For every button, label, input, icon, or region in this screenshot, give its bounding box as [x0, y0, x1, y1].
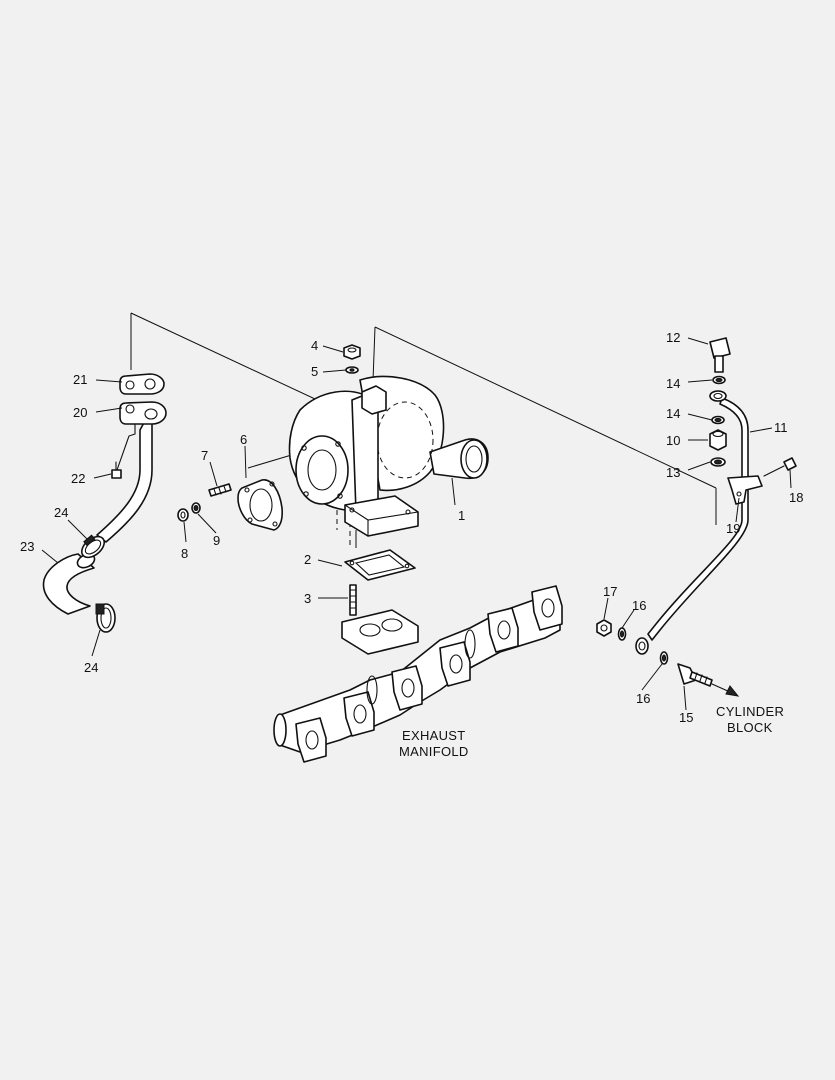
part-8-nut — [177, 508, 189, 522]
part-14-washer-lower — [711, 415, 725, 425]
exhaust-manifold-label-line1: EXHAUST — [402, 728, 466, 743]
callout-17: 17 — [603, 584, 617, 599]
callout-10: 10 — [666, 433, 680, 448]
callout-19: 19 — [726, 521, 740, 536]
callout-14-lower: 14 — [666, 406, 680, 421]
cylinder-block-label-line1: CYLINDER — [716, 704, 784, 719]
part-23-elbow-hose — [42, 553, 96, 615]
callout-16-lower: 16 — [636, 691, 650, 706]
callout-1: 1 — [458, 508, 465, 523]
callout-8: 8 — [181, 546, 188, 561]
leader-lines — [41, 337, 792, 711]
part-18-screw — [763, 457, 797, 477]
callout-12: 12 — [666, 330, 680, 345]
part-5-washer — [345, 366, 359, 374]
part-24-clamp-upper — [80, 534, 106, 559]
callout-22: 22 — [71, 471, 85, 486]
callout-18: 18 — [789, 490, 803, 505]
part-3-stud — [349, 584, 357, 616]
part-10-adapter — [709, 429, 727, 451]
part-12-banjo-bolt — [709, 337, 731, 373]
part-11-oil-line — [647, 397, 749, 641]
callout-2: 2 — [304, 552, 311, 567]
callout-24-lower: 24 — [84, 660, 98, 675]
part-16-washer-right — [659, 651, 669, 665]
part-6-gasket — [237, 479, 283, 531]
captions: EXHAUST MANIFOLD CYLINDER BLOCK — [399, 704, 784, 759]
part-21-gasket — [119, 373, 165, 395]
callout-6: 6 — [240, 432, 247, 447]
part-16-washer-left — [617, 627, 627, 641]
callout-23: 23 — [20, 539, 34, 554]
part-2-gasket — [344, 549, 416, 581]
callout-11: 11 — [774, 420, 788, 435]
callout-21: 21 — [73, 372, 87, 387]
part-19-bracket — [727, 475, 763, 505]
cylinder-block-arrow — [711, 683, 740, 697]
callout-3: 3 — [304, 591, 311, 606]
part-7-stud — [208, 483, 232, 497]
callout-7: 7 — [201, 448, 208, 463]
cylinder-block-label-line2: BLOCK — [727, 720, 773, 735]
callout-numbers: 1 2 3 4 5 6 7 8 9 10 11 12 13 14 14 15 1… — [20, 330, 803, 725]
part-4-nut — [343, 344, 361, 360]
part-20-flange — [119, 401, 167, 425]
exhaust-manifold — [273, 585, 563, 763]
callout-16-upper: 16 — [632, 598, 646, 613]
callout-13: 13 — [666, 465, 680, 480]
callout-9: 9 — [213, 533, 220, 548]
callout-5: 5 — [311, 364, 318, 379]
banjo-fitting — [709, 390, 727, 402]
callout-20: 20 — [73, 405, 87, 420]
part-15-fitting — [677, 663, 713, 687]
callout-14-upper: 14 — [666, 376, 680, 391]
part-24-clamp-lower — [95, 603, 116, 633]
part-17-nut — [596, 619, 612, 637]
part-1-turbocharger — [288, 375, 489, 545]
part-14-washer-upper — [712, 375, 726, 385]
part-22-screw — [111, 461, 122, 479]
oil-drain-tube — [96, 418, 153, 543]
callout-15: 15 — [679, 710, 693, 725]
part-9-washer — [191, 502, 201, 514]
part-13-washer — [710, 457, 726, 467]
exhaust-manifold-label-line2: MANIFOLD — [399, 744, 469, 759]
lower-banjo-fitting — [635, 637, 649, 655]
callout-4: 4 — [311, 338, 318, 353]
callout-24-upper: 24 — [54, 505, 68, 520]
